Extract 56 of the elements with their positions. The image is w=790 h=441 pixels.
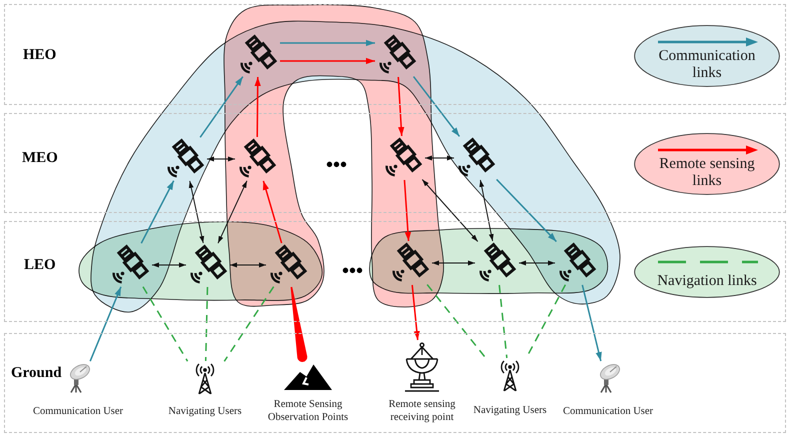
station-label: Communication User — [562, 405, 654, 418]
dashed-connector-line — [498, 284, 508, 358]
satellite-icon — [477, 243, 517, 283]
station-label: Navigating Users — [168, 405, 242, 418]
arrow — [496, 178, 557, 242]
double-arrow — [424, 156, 454, 160]
satellite-icon — [557, 243, 597, 283]
station-label: Communication User — [32, 405, 124, 418]
satellite-icon — [456, 138, 496, 178]
double-arrow — [230, 262, 266, 268]
arrow — [411, 284, 420, 340]
satellite-icon — [165, 139, 205, 179]
satellite-icon — [390, 243, 430, 283]
satellite-icon — [188, 245, 228, 285]
dashed-connector-line — [426, 284, 487, 359]
legend-label: Communication links — [658, 48, 756, 82]
double-arrow — [218, 180, 248, 244]
station-label: Remote sensing receiving point — [388, 398, 456, 424]
arrow — [200, 76, 244, 138]
double-arrow — [152, 262, 186, 268]
arrow — [582, 284, 602, 362]
arrow — [404, 180, 412, 242]
sensing-beam — [290, 286, 308, 362]
arrow — [398, 76, 404, 136]
double-arrow — [518, 260, 556, 266]
ellipsis-dots: ••• — [326, 155, 348, 175]
double-arrow — [422, 179, 478, 242]
double-arrow — [479, 179, 494, 242]
arrow — [280, 40, 375, 46]
arrow — [262, 180, 282, 244]
dashed-connector-line — [204, 286, 208, 362]
layer-label: Ground — [11, 364, 62, 382]
legend-label: Navigation links — [656, 273, 758, 290]
arrow — [280, 58, 375, 64]
layer-label: HEO — [23, 46, 56, 64]
double-arrow — [432, 260, 476, 266]
ellipsis-dots: ••• — [342, 261, 364, 281]
double-arrow — [188, 180, 204, 244]
satellite-icon — [237, 139, 277, 179]
satellite-icon — [110, 245, 150, 285]
layer-label: LEO — [24, 256, 56, 274]
legend-label: Remote sensing links — [658, 156, 756, 190]
arrow — [254, 77, 261, 137]
satellite-icon — [268, 245, 308, 285]
satellite-icon — [383, 138, 423, 178]
layer-band — [4, 333, 786, 433]
satellite-icon — [238, 35, 278, 75]
double-arrow — [206, 156, 236, 162]
layer-label: MEO — [22, 149, 58, 167]
arrow — [412, 76, 460, 137]
arrow — [89, 286, 122, 362]
station-label: Navigating Users — [473, 404, 547, 417]
station-label: Remote Sensing Observation Points — [266, 398, 350, 424]
satellite-icon — [377, 35, 417, 75]
arrow — [140, 180, 174, 244]
dashed-connector-line — [224, 286, 274, 362]
